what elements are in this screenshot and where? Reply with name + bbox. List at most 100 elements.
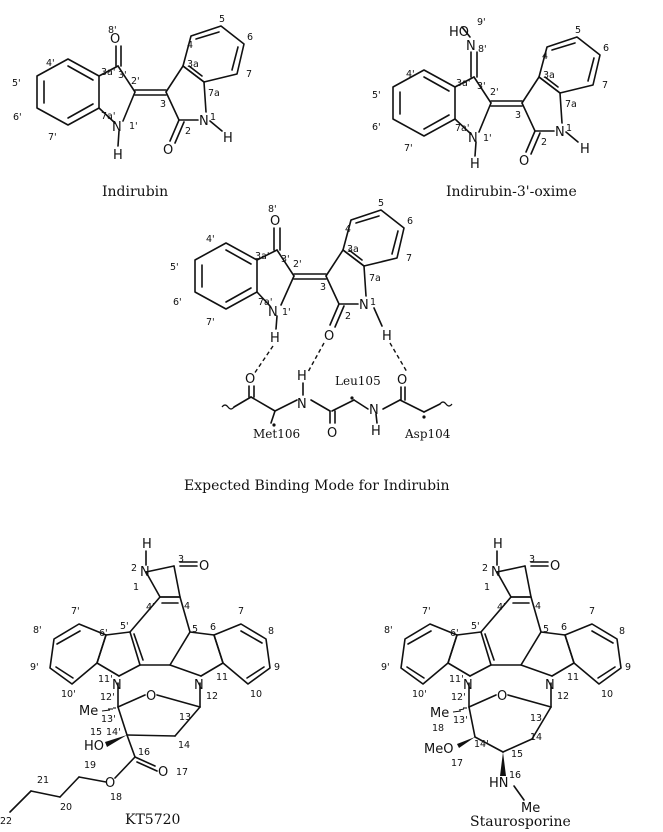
binding-alpha-dot-asp bbox=[422, 415, 426, 419]
oxime-caption: Indirubin-3'-oxime bbox=[446, 184, 577, 200]
kt5720-n12: N bbox=[194, 678, 204, 693]
binding-num-3: 3 bbox=[320, 282, 326, 293]
oxime-num-3a: 3a bbox=[543, 70, 555, 81]
staurosporine-num-4p: 4' bbox=[497, 602, 506, 613]
staurosporine-num-3: 3 bbox=[529, 554, 535, 565]
binding-num-6p: 6' bbox=[173, 297, 182, 308]
oxime-num-5p: 5' bbox=[372, 90, 381, 101]
staurosporine-n2: N bbox=[491, 565, 501, 580]
indirubin-o-carbonyl: O bbox=[110, 32, 120, 47]
staurosporine-me16: Me bbox=[521, 801, 540, 816]
oxime-num-7p: 7' bbox=[404, 143, 413, 154]
kt5720-o-ring: O bbox=[146, 689, 156, 704]
kt5720-num-22: 22 bbox=[0, 816, 12, 827]
oxime-o2: O bbox=[519, 154, 529, 169]
kt5720-num-4: 4 bbox=[184, 601, 190, 612]
kt5720-num-10p: 10' bbox=[61, 689, 76, 700]
staurosporine-num-7p: 7' bbox=[422, 606, 431, 617]
kt5720-h: H bbox=[142, 537, 152, 552]
kt5720-num-4p: 4' bbox=[146, 602, 155, 613]
kt5720-num-12p: 12' bbox=[100, 692, 115, 703]
binding-num-7p: 7' bbox=[206, 317, 215, 328]
indirubin-structure: O N H N H O 8' 3' 3a' 4' 5' 6' 7' 7a' 1'… bbox=[12, 14, 253, 200]
binding-num-1p: 1' bbox=[282, 307, 291, 318]
binding-n-backbone: N bbox=[297, 397, 307, 412]
oxime-num-7ap: 7a' bbox=[455, 123, 469, 134]
staurosporine-h: H bbox=[493, 537, 503, 552]
binding-num-8p: 8' bbox=[268, 204, 277, 215]
residue-asp104: Asp104 bbox=[404, 427, 451, 441]
indirubin-num-7ap: 7a' bbox=[101, 111, 115, 122]
binding-o2: O bbox=[324, 329, 334, 344]
staurosporine-num-18: 18 bbox=[432, 723, 444, 734]
staurosporine-num-5: 5 bbox=[543, 624, 549, 635]
binding-num-7a: 7a bbox=[369, 273, 381, 284]
binding-o-met: O bbox=[245, 372, 255, 387]
indirubin-num-3a: 3a bbox=[187, 59, 199, 70]
kt5720-num-20: 20 bbox=[60, 802, 72, 813]
binding-num-4: 4 bbox=[345, 224, 351, 235]
staurosporine-num-10p: 10' bbox=[412, 689, 427, 700]
binding-n-backbone-2: N bbox=[369, 403, 379, 418]
indirubin-h-left: H bbox=[113, 148, 123, 163]
staurosporine-num-15: 15 bbox=[511, 749, 523, 760]
staurosporine-num-11p: 11' bbox=[449, 674, 464, 685]
kt5720-num-15: 15 bbox=[90, 727, 102, 738]
indirubin-num-6: 6 bbox=[247, 32, 253, 43]
binding-o8: O bbox=[270, 214, 280, 229]
binding-caption: Expected Binding Mode for Indirubin bbox=[184, 478, 450, 494]
staurosporine-num-7: 7 bbox=[589, 606, 595, 617]
staurosporine-num-13: 13 bbox=[530, 713, 542, 724]
oxime-num-5: 5 bbox=[575, 25, 581, 36]
staurosporine-n12: N bbox=[545, 678, 555, 693]
kt5720-num-13: 13 bbox=[179, 712, 191, 723]
kt5720-me: Me bbox=[79, 704, 98, 719]
oxime-num-1: 1 bbox=[566, 123, 572, 134]
oxime-n1p: N bbox=[468, 131, 478, 146]
oxime-n1: N bbox=[555, 125, 565, 140]
oxime-structure: HO N N H N H O 9' 8' 3' 3a' 4' 5' 6' 7' … bbox=[372, 17, 609, 200]
kt5720-num-2: 2 bbox=[131, 563, 137, 574]
oxime-h-right: H bbox=[580, 142, 590, 157]
binding-num-3p: 3' bbox=[281, 254, 290, 265]
kt5720-num-9: 9 bbox=[274, 662, 280, 673]
binding-num-7ap: 7a' bbox=[258, 297, 272, 308]
kt5720-n2: N bbox=[140, 565, 150, 580]
oxime-num-7a: 7a bbox=[565, 99, 577, 110]
staurosporine-num-13p: 13' bbox=[453, 715, 468, 726]
kt5720-num-14p: 14' bbox=[106, 727, 121, 738]
indirubin-num-8p: 8' bbox=[108, 25, 117, 36]
indirubin-h-right: H bbox=[223, 131, 233, 146]
staurosporine-num-14: 14 bbox=[530, 732, 542, 743]
kt5720-num-11p: 11' bbox=[98, 674, 113, 685]
kt5720-num-3: 3 bbox=[178, 554, 184, 565]
staurosporine-num-9: 9 bbox=[625, 662, 631, 673]
kt5720-structure: H N O N N O Me HO O O 2 1 3 4' 4 5' 5 6'… bbox=[0, 537, 280, 828]
binding-num-7: 7 bbox=[406, 253, 412, 264]
kt5720-num-6: 6 bbox=[210, 622, 216, 633]
kt5720-num-8p: 8' bbox=[33, 625, 42, 636]
indirubin-num-3ap: 3a' bbox=[101, 67, 115, 78]
oxime-ho: HO bbox=[449, 25, 469, 40]
staurosporine-num-11: 11 bbox=[567, 672, 579, 683]
oxime-num-1p: 1' bbox=[483, 133, 492, 144]
kt5720-caption: KT5720 bbox=[125, 812, 180, 828]
kt5720-num-8: 8 bbox=[268, 626, 274, 637]
oxime-num-3p: 3' bbox=[477, 81, 486, 92]
indirubin-num-7a: 7a bbox=[208, 88, 220, 99]
staurosporine-num-9p: 9' bbox=[381, 662, 390, 673]
staurosporine-num-8p: 8' bbox=[384, 625, 393, 636]
oxime-num-4p: 4' bbox=[406, 69, 415, 80]
binding-o-asp: O bbox=[397, 373, 407, 388]
indirubin-num-1: 1 bbox=[210, 112, 216, 123]
kt5720-num-14: 14 bbox=[178, 740, 190, 751]
kt5720-num-19: 19 bbox=[84, 760, 96, 771]
kt5720-n12p: N bbox=[112, 678, 122, 693]
indirubin-num-4p: 4' bbox=[46, 58, 55, 69]
indirubin-o2: O bbox=[163, 143, 173, 158]
staurosporine-structure: H N O N N O Me MeO HN Me 2 1 3 4' 4 5' 5… bbox=[381, 537, 631, 830]
indirubin-n1p: N bbox=[112, 120, 122, 135]
indirubin-num-2p: 2' bbox=[131, 76, 140, 87]
binding-mode-structure: O N H N H O 8' 3' 3a' 4' 5' 6' 7' 7a' 1'… bbox=[170, 198, 453, 494]
